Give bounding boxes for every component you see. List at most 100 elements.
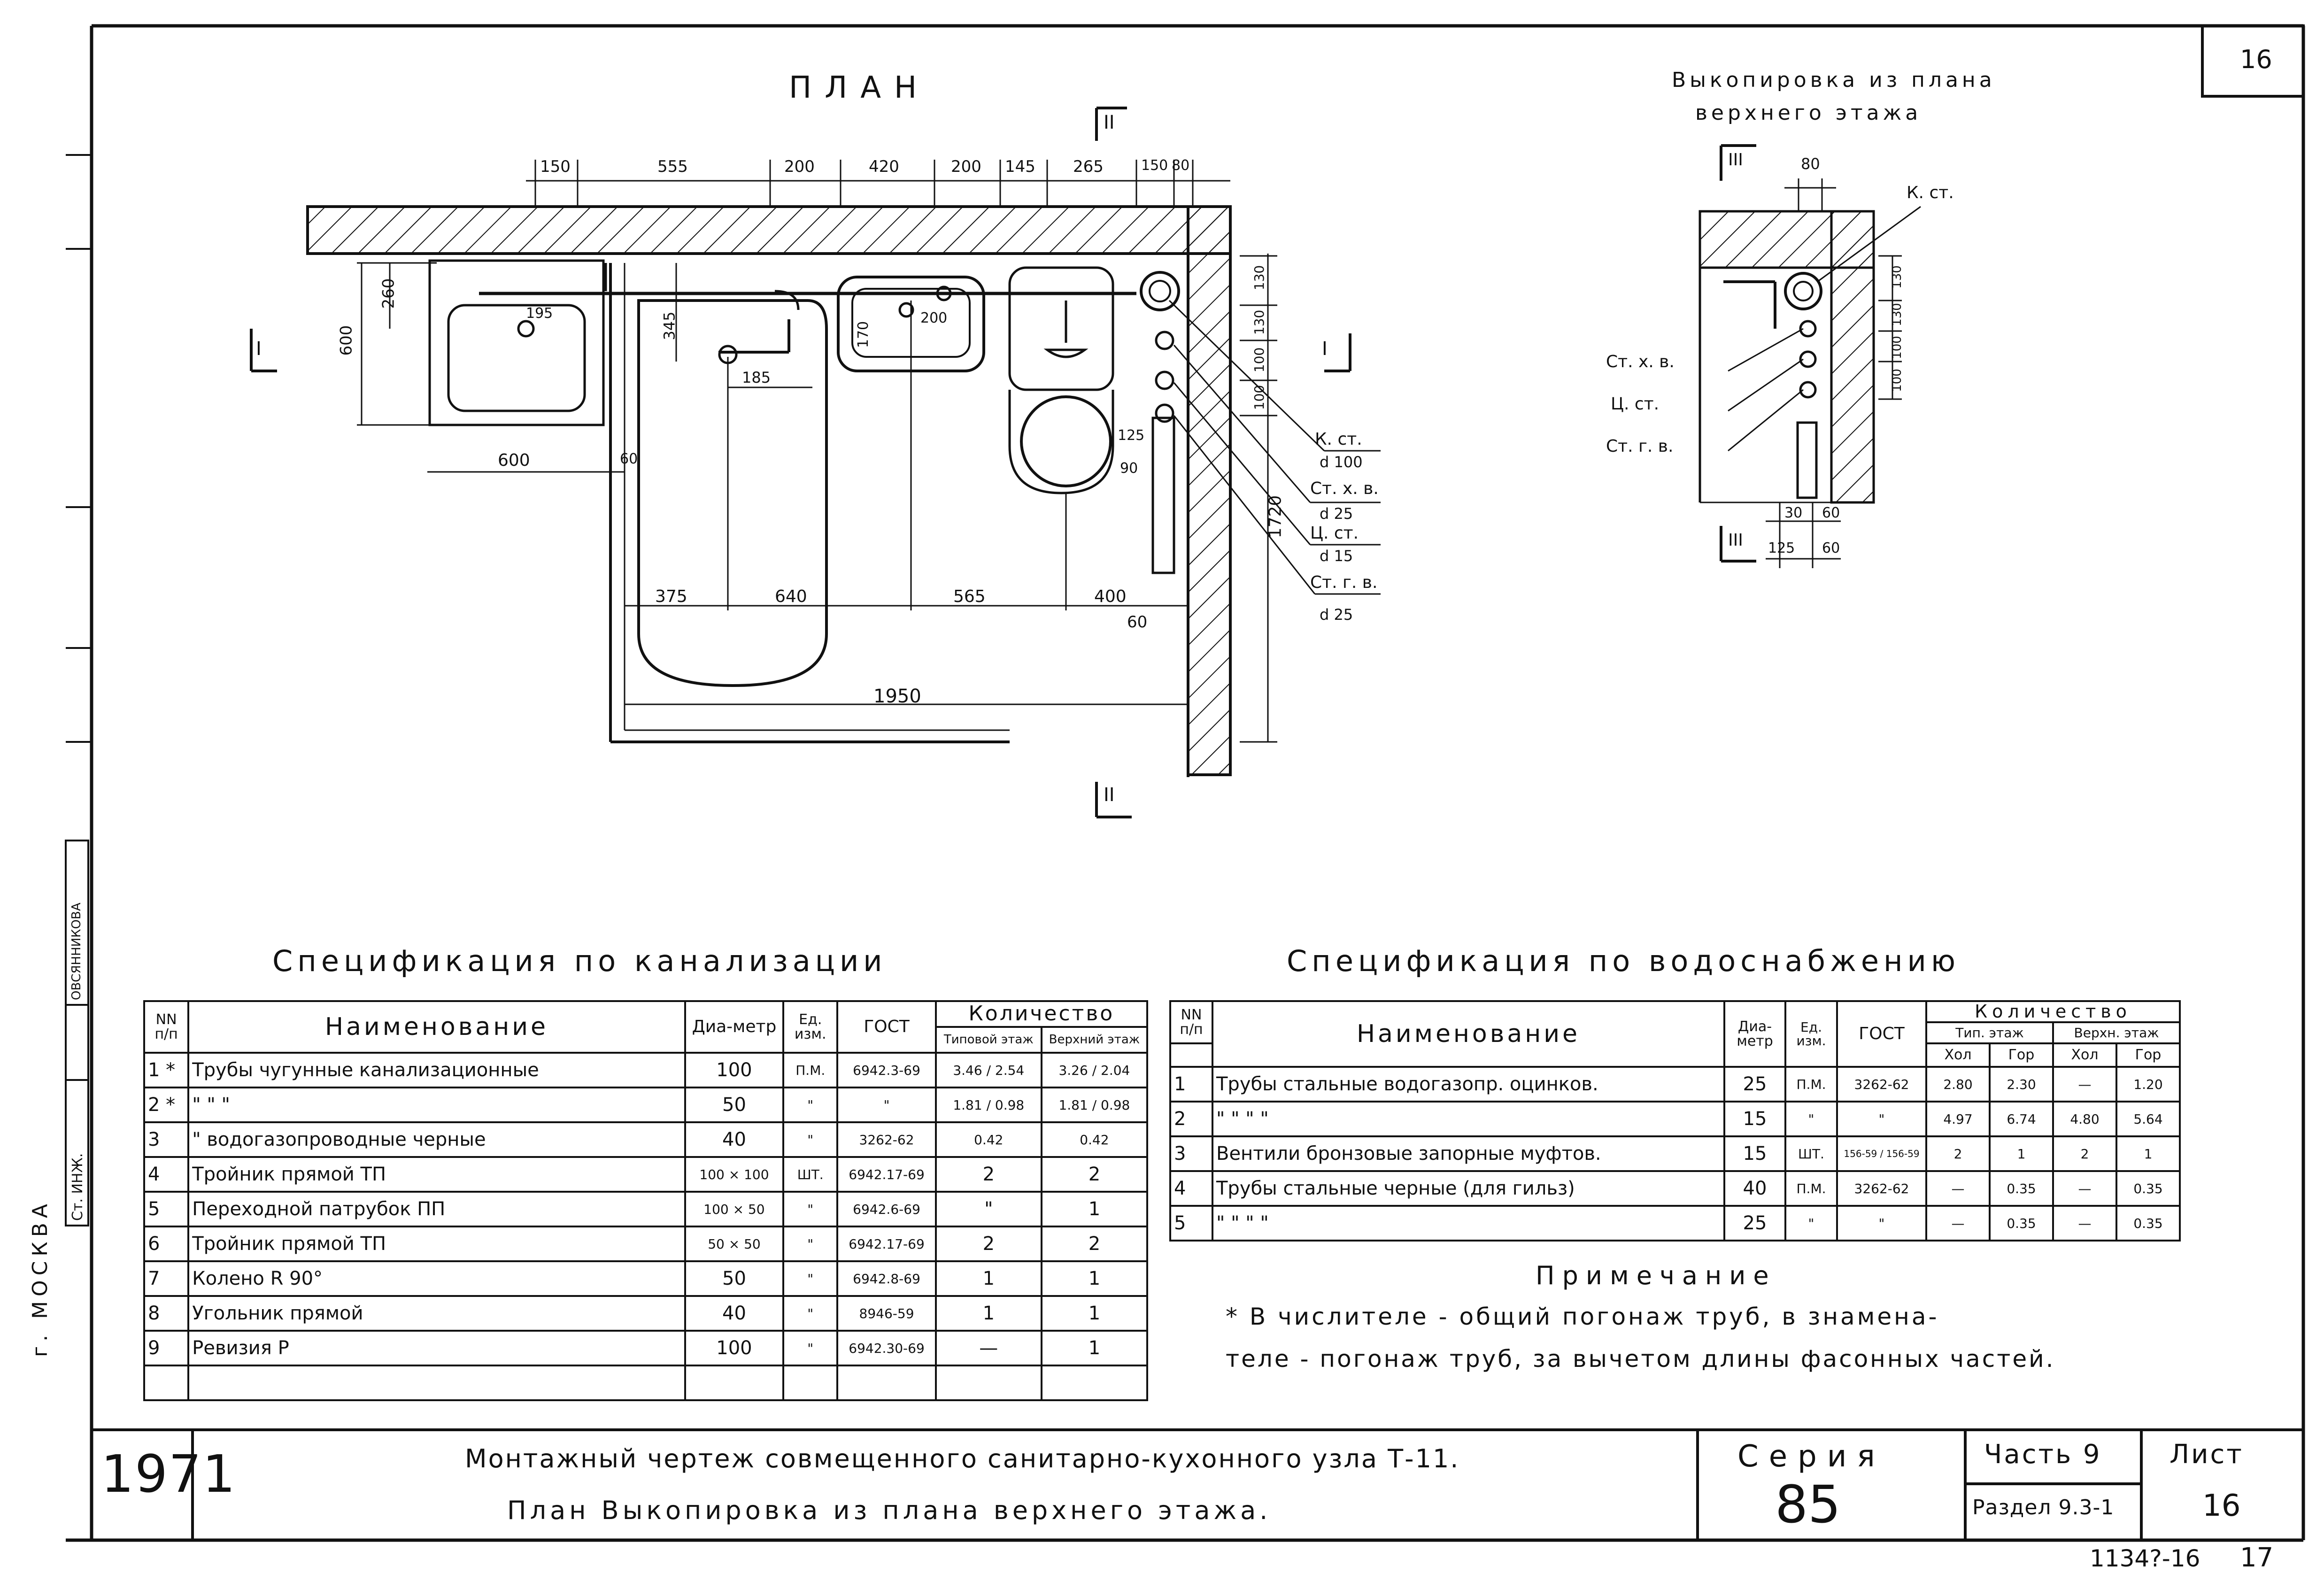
part-label: Часть 9 xyxy=(1984,1439,2102,1470)
cell: П.М. xyxy=(1784,1066,1838,1103)
cell: " " " xyxy=(187,1087,686,1123)
water-hdr-dia: Диа-метр xyxy=(1723,1000,1786,1068)
dim-top-3: 200 xyxy=(784,157,815,176)
table-row: 4 Трубы стальные черные (для гильз) 40 П… xyxy=(1169,1170,2181,1207)
table-row: 2 * " " " 50 " " 1.81 / 0.98 1.81 / 0.98 xyxy=(143,1087,1149,1123)
dim-top-6: 145 xyxy=(1005,157,1035,176)
cell: ШТ. xyxy=(1784,1135,1838,1172)
cell: 5 xyxy=(1169,1205,1213,1242)
dim-bottom-565: 565 xyxy=(953,587,986,606)
sewer-spec-table: NN п/п Наименование Диа-метр Ед. изм. ГО… xyxy=(143,1000,1149,1401)
sewer-hdr-nn: NN п/п xyxy=(143,1000,190,1054)
cell: Угольник прямой xyxy=(187,1295,686,1332)
copy-dim-80: 80 xyxy=(1801,155,1820,173)
table-row: 6 Тройник прямой ТП 50 × 50 " 6942.17-69… xyxy=(143,1226,1149,1262)
sheet-label: Лист xyxy=(2170,1439,2244,1470)
cell: 4.80 xyxy=(2052,1101,2117,1137)
cell: 8 xyxy=(143,1295,190,1332)
cell: 100 xyxy=(684,1330,785,1366)
cell: Тройник прямой ТП xyxy=(187,1226,686,1262)
cell: 2.30 xyxy=(1989,1066,2054,1103)
cell: 100 xyxy=(684,1052,785,1088)
dim-inner-90: 90 xyxy=(1120,460,1138,477)
dim-right-130b: 130 xyxy=(1251,309,1267,335)
copy-label-hv: Ст. х. в. xyxy=(1606,352,1675,371)
cell: ШТ. xyxy=(782,1156,839,1193)
cell: Колено R 90° xyxy=(187,1260,686,1297)
sewer-hdr-qty: Количество xyxy=(934,1000,1149,1028)
cell: П.М. xyxy=(1784,1170,1838,1207)
cell: П.М. xyxy=(782,1052,839,1088)
cell: " xyxy=(934,1191,1042,1227)
copy-label-gv: Ст. г. в. xyxy=(1606,437,1674,456)
cell: " xyxy=(782,1295,839,1332)
table-row-empty xyxy=(143,1365,1149,1401)
note-line-1: * В числителе - общий погонаж труб, в зн… xyxy=(1226,1303,1939,1330)
cell: 25 xyxy=(1723,1066,1786,1103)
cell: 1 * xyxy=(143,1052,190,1088)
riser-size-gv: d 25 xyxy=(1320,606,1353,624)
sewer-hdr-typ: Типовой этаж xyxy=(934,1026,1042,1054)
dim-inner-200: 200 xyxy=(920,310,948,326)
cell: Вентили бронзовые запорные муфтов. xyxy=(1212,1135,1725,1172)
plan-drawing xyxy=(250,107,1381,818)
signature-role: Ст. ИНЖ. xyxy=(69,1153,86,1221)
cell: 100 × 50 xyxy=(684,1191,785,1227)
cell: " xyxy=(836,1087,937,1123)
copy-section-top: III xyxy=(1728,150,1743,170)
cell: " xyxy=(1836,1101,1927,1137)
cell: 50 xyxy=(684,1260,785,1297)
cell: " xyxy=(1784,1205,1838,1242)
dim-top-2: 555 xyxy=(657,157,688,176)
water-hdr-top: Верхн. этаж xyxy=(2052,1021,2181,1044)
dim-left-600: 600 xyxy=(337,325,356,356)
dim-top-8: 150 xyxy=(1141,157,1168,174)
cell: 15 xyxy=(1723,1101,1786,1137)
cell: 2 xyxy=(1169,1101,1213,1137)
water-hdr-cold-1: Хол xyxy=(1925,1042,1991,1068)
dim-bottom-375: 375 xyxy=(655,587,687,606)
note-line-2: теле - погонаж труб, за вычетом длины фа… xyxy=(1226,1345,2055,1373)
cell: 5 xyxy=(143,1191,190,1227)
cell: 2 xyxy=(1040,1156,1149,1193)
cell: 156-59 / 156-59 xyxy=(1836,1135,1927,1172)
cell: " xyxy=(1784,1101,1838,1137)
copy-dim-60a: 60 xyxy=(1822,505,1840,521)
cell: 6 xyxy=(143,1226,190,1262)
riser-label-hv: Ст. х. в. xyxy=(1310,479,1379,498)
cell: 1.81 / 0.98 xyxy=(934,1087,1042,1123)
sewer-hdr-name: Наименование xyxy=(187,1000,686,1054)
table-row: 5 " " " " 25 " " — 0.35 — 0.35 xyxy=(1169,1205,2181,1242)
section-mark-top: II xyxy=(1104,112,1115,133)
section-mark-right: I xyxy=(1322,338,1328,360)
water-hdr-hot-2: Гор xyxy=(2115,1042,2181,1068)
cell: Трубы стальные черные (для гильз) xyxy=(1212,1170,1725,1207)
sewer-hdr-dia: Диа-метр xyxy=(684,1000,785,1054)
title-block-grid xyxy=(92,1428,2303,1540)
dim-right-100a: 100 xyxy=(1251,347,1267,373)
cell: 1.81 / 0.98 xyxy=(1040,1087,1149,1123)
dim-top-7: 265 xyxy=(1073,157,1104,176)
table-row: 3 " водогазопроводные черные 40 " 3262-6… xyxy=(143,1121,1149,1158)
plan-title: ПЛАН xyxy=(789,70,930,105)
cell: " водогазопроводные черные xyxy=(187,1121,686,1158)
cell: 25 xyxy=(1723,1205,1786,1242)
cell: Ревизия Р xyxy=(187,1330,686,1366)
cell: Тройник прямой ТП xyxy=(187,1156,686,1193)
cell: 1 xyxy=(934,1260,1042,1297)
table-row: 2 " " " " 15 " " 4.97 6.74 4.80 5.64 xyxy=(1169,1101,2181,1137)
cell: 0.35 xyxy=(1989,1205,2054,1242)
cell: 3262-62 xyxy=(836,1121,937,1158)
cell: 3262-62 xyxy=(1836,1066,1927,1103)
copy-dim-100a: 100 xyxy=(1890,336,1904,359)
water-hdr-cold-2: Хол xyxy=(2052,1042,2117,1068)
cell: 9 xyxy=(143,1330,190,1366)
copy-dim-125: 125 xyxy=(1768,540,1795,556)
cell: 1.20 xyxy=(2115,1066,2181,1103)
dim-bottom-400: 400 xyxy=(1094,587,1127,606)
series-label: Серия xyxy=(1737,1439,1885,1474)
dim-bottom-640: 640 xyxy=(775,587,807,606)
dim-right-100b: 100 xyxy=(1251,385,1267,410)
table-row: 8 Угольник прямой 40 " 8946-59 1 1 xyxy=(143,1295,1149,1332)
